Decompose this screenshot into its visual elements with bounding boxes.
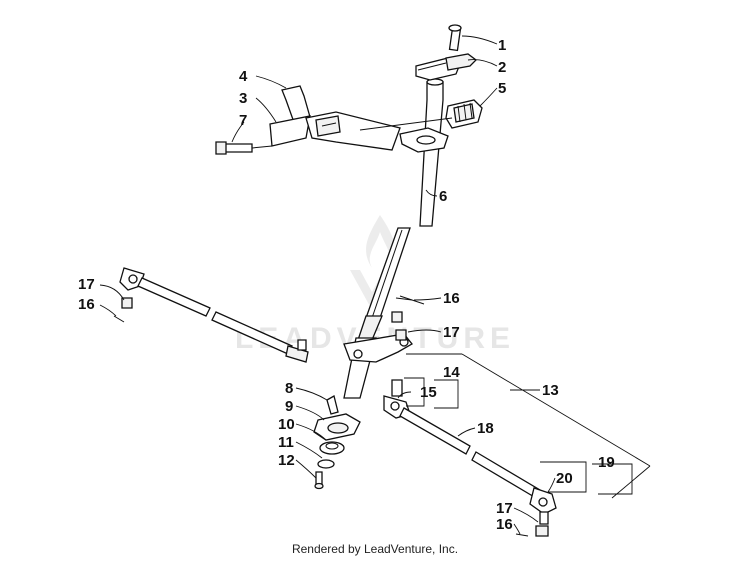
- assembly-brackets: [404, 353, 651, 499]
- loose-hardware: [391, 295, 425, 341]
- callout-18: 18: [477, 420, 494, 437]
- callout-4: 4: [239, 68, 248, 85]
- flange-plate: [399, 127, 449, 153]
- steering-shaft: [343, 78, 444, 399]
- callout-1: 1: [498, 37, 506, 54]
- lower-clamp: [445, 99, 483, 129]
- callout-16-left: 16: [78, 296, 95, 313]
- bottom-bearing-assembly: [313, 395, 361, 490]
- callout-12: 12: [278, 452, 295, 469]
- callout-9: 9: [285, 398, 293, 415]
- leader-lines: [99, 35, 556, 535]
- callout-17-left: 17: [78, 276, 95, 293]
- left-tie-rod: [113, 267, 309, 363]
- callout-2: 2: [498, 59, 506, 76]
- callout-16-center: 16: [443, 290, 460, 307]
- callout-8: 8: [285, 380, 293, 397]
- bracket-bolt: [215, 141, 273, 155]
- callout-7: 7: [239, 112, 247, 129]
- callout-numbers: 1 2 3 4 5 6 7 8 9 10 11 12 13 14 15 16 1…: [78, 37, 615, 533]
- top-clamp: [415, 24, 477, 81]
- callout-16-right: 16: [496, 516, 513, 533]
- right-tie-rod: [383, 379, 557, 537]
- footer-credit: Rendered by LeadVenture, Inc.: [291, 542, 459, 556]
- callout-3: 3: [239, 90, 247, 107]
- callout-10: 10: [278, 416, 295, 433]
- callout-15: 15: [420, 384, 437, 401]
- support-bracket: [269, 85, 453, 151]
- callout-6: 6: [439, 188, 447, 205]
- callout-14: 14: [443, 364, 460, 381]
- callout-11: 11: [278, 434, 294, 451]
- callout-17-center: 17: [443, 324, 460, 341]
- callout-13: 13: [542, 382, 559, 399]
- callout-17-right: 17: [496, 500, 513, 517]
- callout-19: 19: [598, 454, 615, 471]
- callout-20: 20: [556, 470, 573, 487]
- watermark-flame-icon: [366, 215, 396, 272]
- callout-5: 5: [498, 80, 506, 97]
